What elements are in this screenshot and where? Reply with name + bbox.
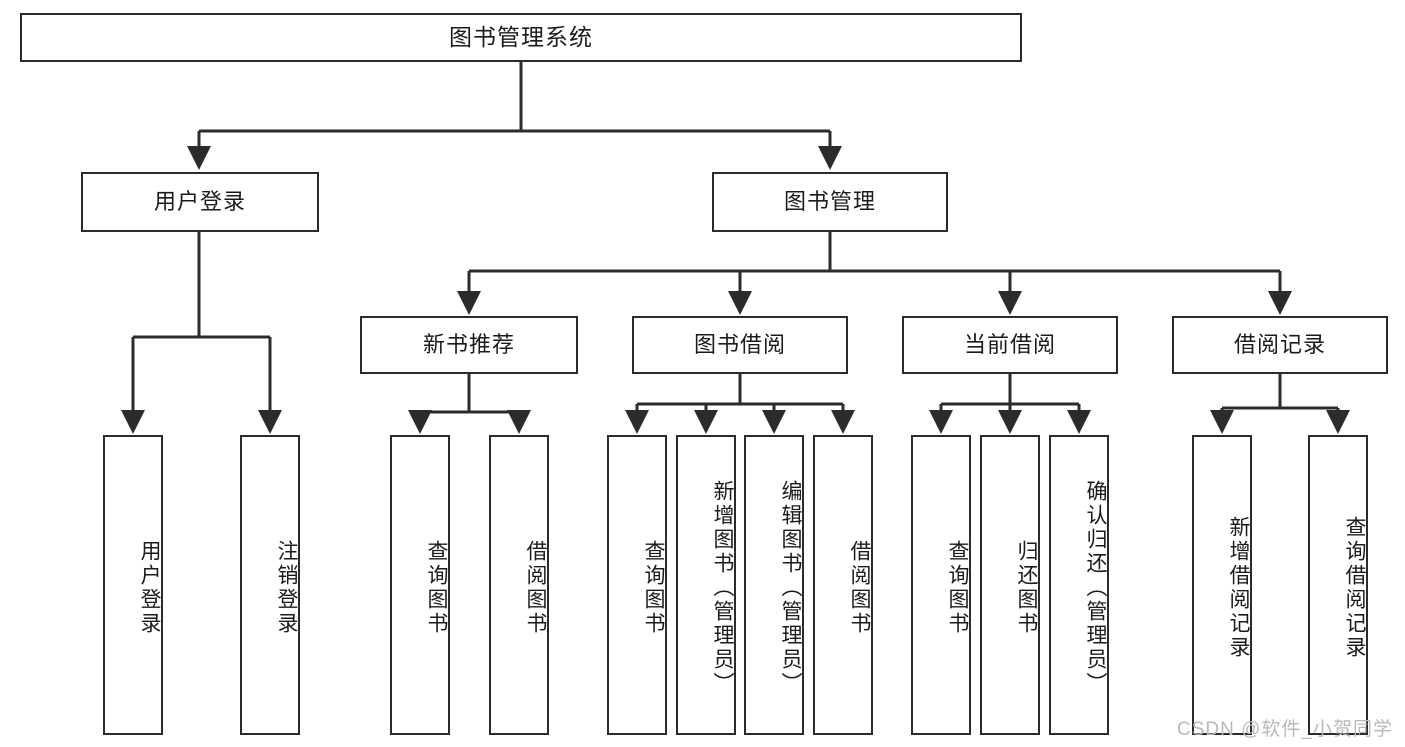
node-label: 当前借阅	[963, 332, 1056, 358]
node-label: 图书管理系统	[449, 24, 593, 51]
node-leaf-borrow-book-1[interactable]: 借阅图书	[489, 435, 549, 735]
node-leaf-user-login[interactable]: 用户登录	[103, 435, 163, 735]
node-leaf-user-logout[interactable]: 注销登录	[240, 435, 300, 735]
node-leaf-query-record[interactable]: 查询借阅记录	[1308, 435, 1368, 735]
node-label: 查询借阅记录	[1343, 516, 1366, 660]
node-label: 查询图书	[946, 540, 969, 636]
node-leaf-borrow-book-2[interactable]: 借阅图书	[813, 435, 873, 735]
node-label: 借阅图书	[848, 540, 871, 636]
node-label: 确认归还（管理员）	[1084, 480, 1107, 696]
node-label: 新增图书（管理员）	[711, 480, 734, 696]
node-label: 借阅图书	[524, 540, 547, 636]
node-label: 图书借阅	[693, 332, 786, 358]
node-label: 查询图书	[425, 540, 448, 636]
node-user-login[interactable]: 用户登录	[81, 172, 319, 232]
node-label: 新书推荐	[422, 332, 515, 358]
node-label: 借阅记录	[1233, 332, 1326, 358]
node-label: 归还图书	[1015, 540, 1038, 636]
node-leaf-add-book[interactable]: 新增图书（管理员）	[676, 435, 736, 735]
node-leaf-return-book[interactable]: 归还图书	[980, 435, 1040, 735]
node-leaf-query-book-1[interactable]: 查询图书	[390, 435, 450, 735]
node-book-manage[interactable]: 图书管理	[712, 172, 948, 232]
node-label: 新增借阅记录	[1227, 516, 1250, 660]
node-label: 用户登录	[153, 189, 246, 215]
node-new-book-recommend[interactable]: 新书推荐	[360, 316, 578, 374]
csdn-watermark: CSDN @软件_小贺同学	[1177, 719, 1393, 740]
node-leaf-query-book-3[interactable]: 查询图书	[911, 435, 971, 735]
node-label: 图书管理	[783, 189, 876, 215]
node-label: 编辑图书（管理员）	[779, 480, 802, 696]
node-leaf-query-book-2[interactable]: 查询图书	[607, 435, 667, 735]
node-leaf-add-record[interactable]: 新增借阅记录	[1192, 435, 1252, 735]
node-leaf-edit-book[interactable]: 编辑图书（管理员）	[744, 435, 804, 735]
node-label: 查询图书	[642, 540, 665, 636]
node-book-borrow[interactable]: 图书借阅	[632, 316, 848, 374]
node-current-borrow[interactable]: 当前借阅	[902, 316, 1118, 374]
node-label: 用户登录	[138, 540, 161, 636]
node-label: 注销登录	[275, 540, 298, 636]
node-leaf-confirm-return[interactable]: 确认归还（管理员）	[1049, 435, 1109, 735]
node-borrow-record[interactable]: 借阅记录	[1172, 316, 1388, 374]
node-root-system[interactable]: 图书管理系统	[20, 13, 1022, 62]
